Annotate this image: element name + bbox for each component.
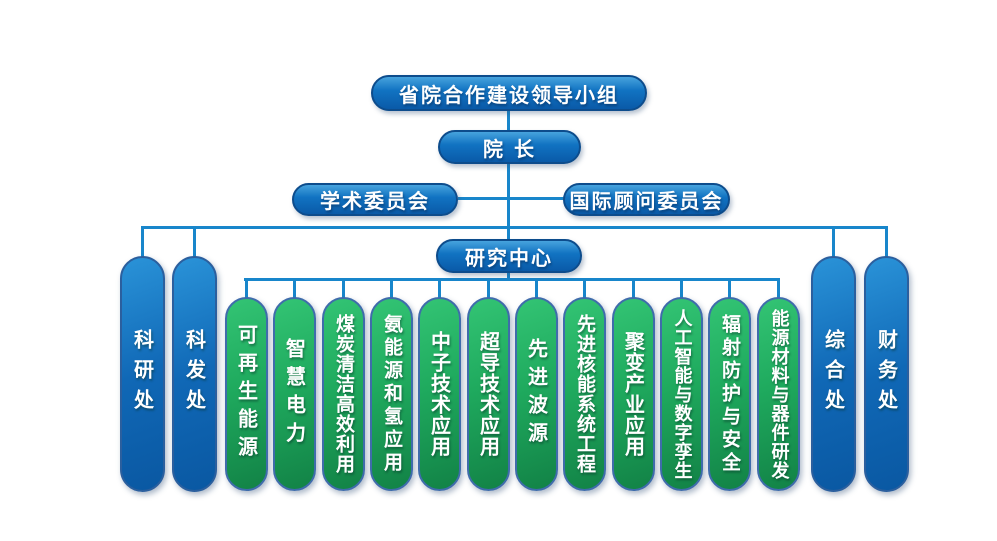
connector-stub-division-1 (245, 278, 248, 299)
node-president-label: 院 长 (483, 136, 536, 161)
connector-center-divisions (507, 271, 510, 281)
division-pillar-label: 中子技术应用 (427, 331, 452, 457)
node-international-advisory-committee: 国际顾问委员会 (563, 183, 730, 216)
connector-stub-division-12 (777, 278, 780, 299)
connector-stub-division-10 (680, 278, 683, 299)
connector-president-center (507, 163, 510, 240)
division-pillar-label: 先进波源 (524, 338, 549, 450)
division-pillar-label: 超导技术应用 (476, 331, 501, 457)
dept-pillar-keyan: 科研处 (120, 256, 165, 492)
division-pillar-label: 可再生能源 (234, 324, 259, 464)
division-pillar-clean-coal: 煤炭清洁高效利用 (322, 297, 365, 491)
connector-stub-zonghe (832, 226, 835, 259)
connector-divisions-span (244, 278, 780, 281)
division-pillar-advanced-wave-source: 先进波源 (515, 297, 558, 491)
division-pillar-nuclear-systems: 先进核能系统工程 (563, 297, 606, 491)
connector-stub-division-6 (487, 278, 490, 299)
node-academic-committee: 学术委员会 (292, 183, 458, 216)
division-pillar-radiation-safety: 辐射防护与安全 (708, 297, 751, 491)
dept-pillar-kefa-label: 科发处 (182, 329, 207, 419)
node-research-center: 研究中心 (436, 239, 582, 273)
division-pillar-energy-materials: 能源材料与器件研发 (757, 297, 800, 491)
division-pillar-ai-digital-twin: 人工智能与数字孪生 (660, 297, 703, 491)
connector-stub-division-8 (583, 278, 586, 299)
dept-pillar-zonghe-label: 综合处 (821, 329, 846, 419)
division-pillar-label: 人工智能与数字孪生 (671, 308, 693, 480)
division-pillar-label: 聚变产业应用 (621, 331, 646, 457)
division-pillar-label: 煤炭清洁高效利用 (333, 314, 355, 474)
division-pillar-label: 能源材料与器件研发 (768, 308, 790, 480)
dept-pillar-kefa: 科发处 (172, 256, 217, 492)
connector-stub-kefa (193, 226, 196, 259)
node-academic-committee-label: 学术委员会 (320, 189, 430, 213)
node-leading-group-label: 省院合作建设领导小组 (399, 82, 619, 107)
dept-pillar-caiwu: 财务处 (864, 256, 909, 492)
connector-stub-keyan (141, 226, 144, 259)
connector-departments-span (141, 226, 888, 229)
connector-stub-division-7 (535, 278, 538, 299)
node-international-advisory-committee-label: 国际顾问委员会 (569, 189, 724, 213)
dept-pillar-zonghe: 综合处 (811, 256, 856, 492)
division-pillar-superconducting-tech: 超导技术应用 (467, 297, 510, 491)
connector-root-president (507, 110, 510, 131)
connector-stub-division-4 (390, 278, 393, 299)
division-pillar-ammonia-hydrogen: 氨能源和氢应用 (370, 297, 413, 491)
connector-stub-division-9 (632, 278, 635, 299)
connector-stub-division-5 (438, 278, 441, 299)
division-pillar-label: 智慧电力 (282, 338, 307, 450)
node-research-center-label: 研究中心 (465, 245, 553, 270)
division-pillar-renewable-energy: 可再生能源 (225, 297, 268, 491)
connector-stub-division-2 (293, 278, 296, 299)
connector-stub-division-11 (728, 278, 731, 299)
connector-committees (458, 197, 564, 200)
node-president: 院 长 (438, 130, 581, 164)
node-leading-group: 省院合作建设领导小组 (371, 75, 647, 111)
division-pillar-label: 先进核能系统工程 (574, 314, 596, 474)
connector-stub-division-3 (342, 278, 345, 299)
division-pillar-label: 氨能源和氢应用 (381, 313, 403, 475)
division-pillar-smart-power: 智慧电力 (273, 297, 316, 491)
dept-pillar-caiwu-label: 财务处 (874, 329, 899, 419)
connector-stub-caiwu (885, 226, 888, 259)
division-pillar-neutron-tech: 中子技术应用 (418, 297, 461, 491)
division-pillar-label: 辐射防护与安全 (719, 313, 741, 475)
division-pillar-fusion-industry: 聚变产业应用 (612, 297, 655, 491)
dept-pillar-keyan-label: 科研处 (130, 329, 155, 419)
